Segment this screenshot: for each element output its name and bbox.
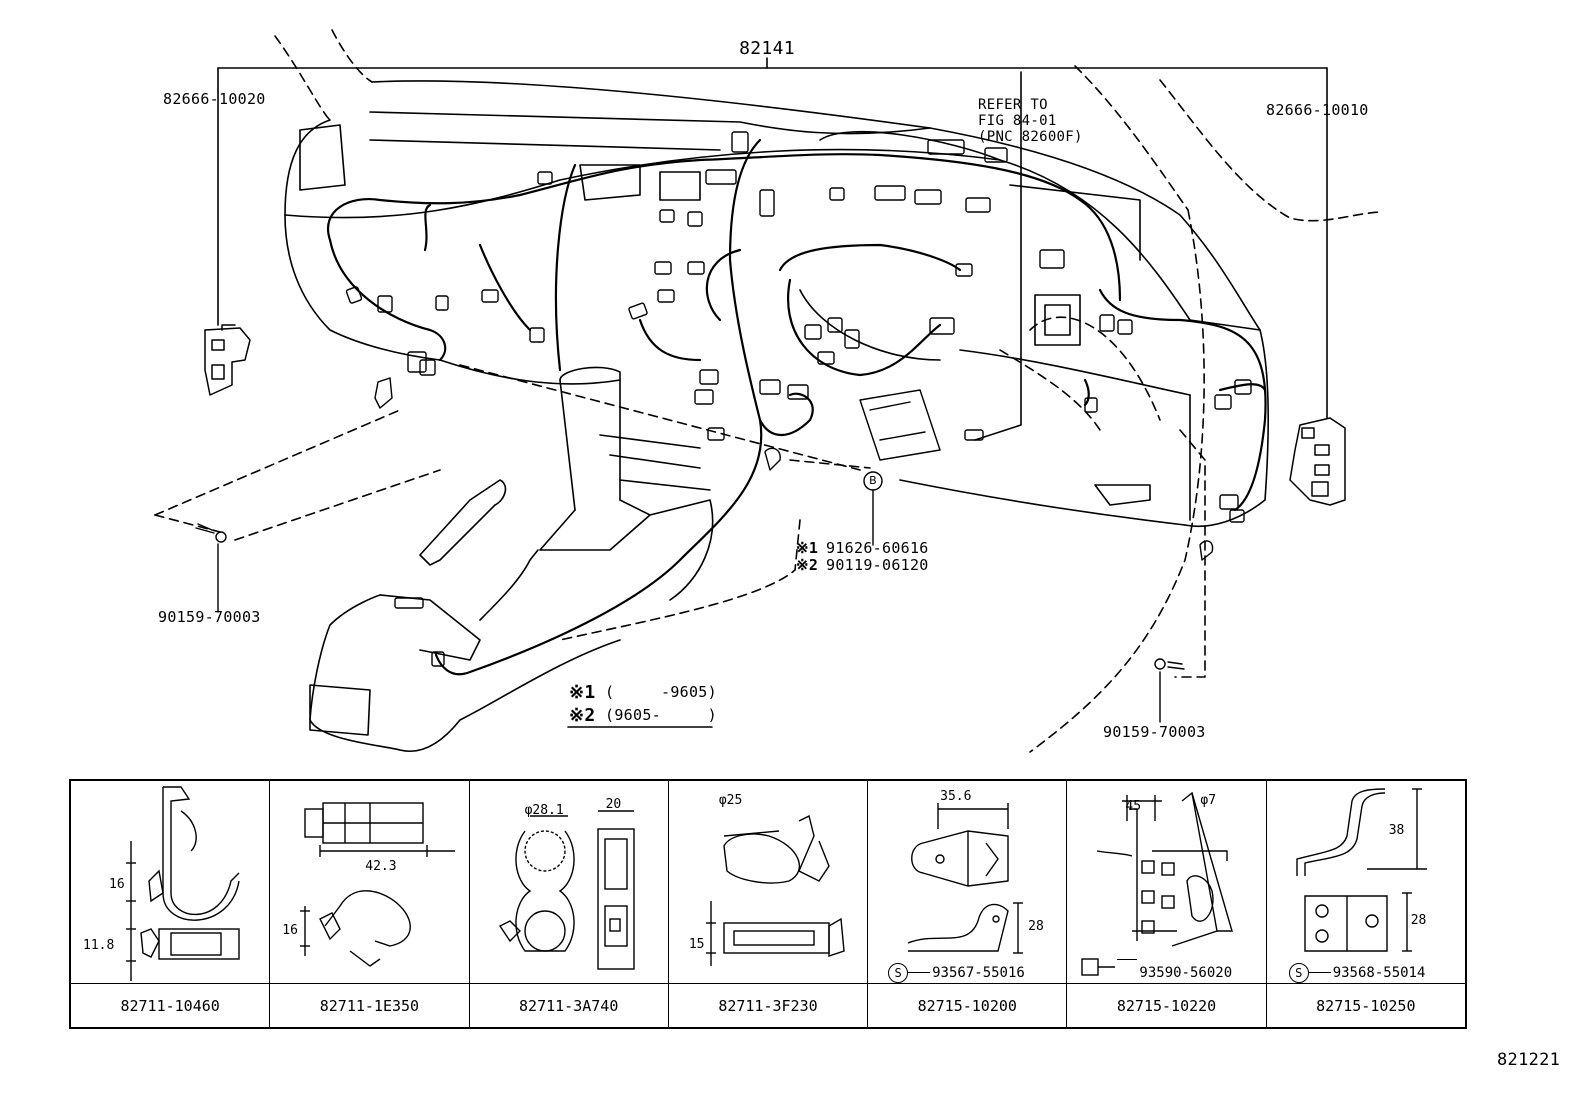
parts-table: 16 11.8 82711-10460 42.3 16 82711-1E350 [69, 779, 1467, 1029]
refer-note-line3: (PNC 82600F) [978, 129, 1083, 145]
s-mark-circle: S [1288, 963, 1309, 983]
bolt-left-part-number: 90159-70003 [158, 608, 261, 626]
refer-note-line1: REFER TO [978, 97, 1048, 113]
dashboard-outline [284, 80, 1270, 528]
clip-illustration [300, 802, 456, 967]
part-number: 82711-3A740 [469, 983, 668, 1027]
legend1-mark: ※1 [569, 682, 596, 703]
bracket-82666-10020 [204, 324, 251, 396]
part-cell: 45 φ7 93590-56020 82715-10220 [1067, 781, 1267, 1027]
bracket-left-part-number: 82666-10020 [163, 90, 266, 108]
dim-38: 38 [1388, 823, 1405, 838]
dim-11-8: 11.8 [83, 938, 115, 953]
bracket-illustration [1081, 791, 1234, 976]
dim-diameter: φ25 [718, 793, 743, 808]
alt2-mark: ※2 [796, 556, 819, 574]
dim-42-3: 42.3 [365, 859, 397, 874]
dim-15: 15 [688, 937, 705, 952]
harness-wires [327, 138, 1267, 676]
main-part-leader [217, 57, 1328, 441]
alt1-mark: ※1 [796, 539, 819, 557]
part-number: 82715-10200 [868, 983, 1067, 1027]
clip-illustration [126, 786, 240, 981]
harness-connectors [345, 131, 1252, 667]
part-number: 82715-10220 [1067, 983, 1266, 1027]
sub-leader [908, 972, 931, 973]
bracket-illustration [1295, 788, 1427, 952]
bolt-right-part-number: 90159-70003 [1103, 723, 1206, 741]
alt2-part-number: 90119-06120 [826, 556, 929, 574]
dim-diameter: φ28.1 [524, 803, 564, 818]
s-mark-circle: S [888, 963, 909, 983]
part-cell: φ25 15 82711-3F230 [668, 781, 869, 1027]
dim-35-6: 35.6 [940, 789, 972, 804]
part-cell: 42.3 16 82711-1E350 [270, 781, 470, 1027]
body-outline [154, 29, 1381, 753]
alt1-part-number: 91626-60616 [826, 539, 929, 557]
sub-part-number: 93567-55016 [932, 965, 1025, 981]
bolt-right [1154, 658, 1185, 723]
harness-clips [374, 377, 1214, 561]
main-part-number: 82141 [739, 38, 795, 59]
dim-45: 45 [1125, 799, 1142, 814]
part-cell: φ28.1 20 82711-3A740 [469, 781, 669, 1027]
bolt-left [195, 523, 227, 613]
dim-16: 16 [109, 877, 125, 892]
dim-28: 28 [1410, 913, 1427, 928]
sub-leader [1117, 959, 1138, 960]
legend2-mark: ※2 [569, 705, 596, 726]
clip-illustration [498, 810, 635, 970]
legend1-range: ( -9605) [605, 683, 717, 701]
refer-note-line2: FIG 84-01 [978, 113, 1057, 129]
dim-16: 16 [282, 923, 298, 938]
dim-28: 28 [1028, 919, 1044, 934]
bracket-82666-10010 [1289, 417, 1346, 506]
bracket-illustration [907, 803, 1024, 954]
dim-diameter: φ7 [1200, 793, 1217, 808]
wiring-harness-diagram [154, 29, 1381, 753]
b-callout-leader [863, 471, 883, 546]
part-cell: 16 11.8 82711-10460 [71, 781, 271, 1027]
sub-part-number: 93590-56020 [1139, 965, 1233, 981]
part-number: 82711-3F230 [668, 983, 868, 1027]
sub-leader [1308, 972, 1331, 973]
part-number: 82711-1E350 [270, 983, 469, 1027]
part-number: 82711-10460 [71, 983, 270, 1027]
part-number: 82715-10250 [1266, 983, 1465, 1027]
callout-b-letter: B [869, 474, 877, 487]
part-cell: 35.6 28 S 93567-55016 82715-10200 [868, 781, 1068, 1027]
part-cell: 38 28 S 93568-55014 82715-10250 [1266, 781, 1465, 1027]
clip-illustration [705, 814, 845, 966]
bracket-right-part-number: 82666-10010 [1266, 101, 1369, 119]
dim-20: 20 [605, 797, 622, 812]
sub-part-number: 93568-55014 [1332, 965, 1426, 981]
figure-number: 821221 [1497, 1050, 1561, 1070]
legend2-range: (9605- ) [605, 706, 717, 724]
